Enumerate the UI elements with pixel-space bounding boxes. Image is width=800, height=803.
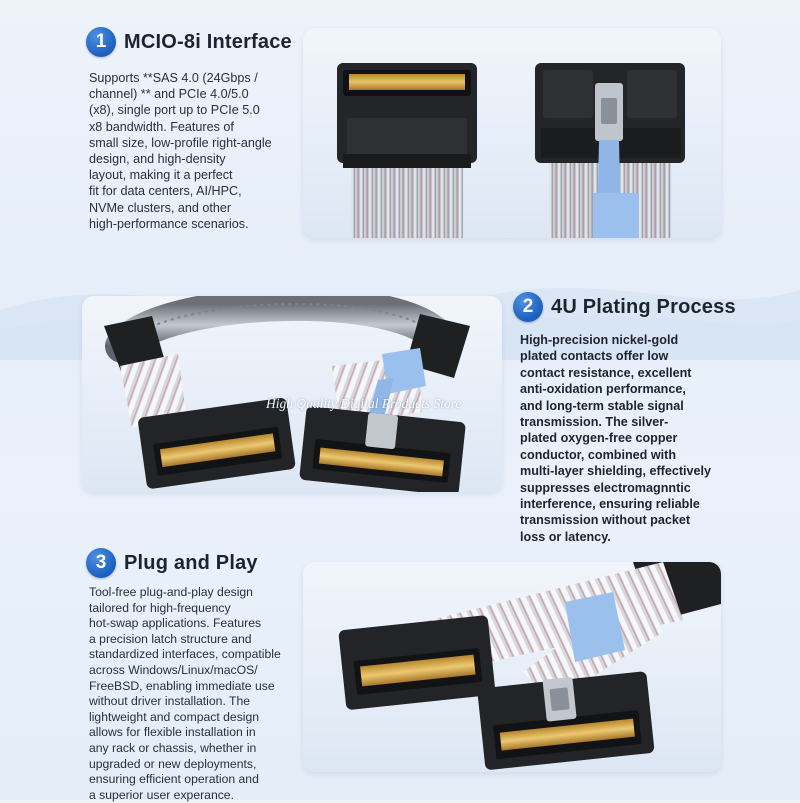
plug-and-play-image: [303, 562, 721, 772]
section-3-header: 3 Plug and Play: [86, 548, 258, 578]
text-line: contact resistance, excellent: [520, 365, 692, 380]
cable-assembly-illustration: [104, 296, 470, 492]
text-line: upgraded or new deployments,: [89, 756, 257, 771]
text-line: channel) ** and PCIe 4.0/5.0: [89, 87, 249, 102]
text-line: hot-swap applications. Features: [89, 616, 262, 631]
connector-front-view-image: [303, 28, 721, 238]
section-2-title: 4U Plating Process: [551, 295, 736, 318]
text-line: fit for data centers, AI/HPC,: [89, 184, 242, 199]
text-line: any rack or chassis, whether in: [89, 740, 257, 755]
text-line: conductor, combined with: [520, 447, 677, 462]
connector-front-illustration: [337, 63, 685, 238]
text-line: a superior user experance.: [89, 787, 234, 802]
section-2-number-badge: 2: [513, 292, 543, 322]
section-1-description: Supports **SAS 4.0 (24Gbps / channel) **…: [89, 70, 299, 232]
text-line: NVMe clusters, and other: [89, 200, 232, 215]
text-line: without driver installation. The: [89, 694, 251, 709]
section-2-header: 2 4U Plating Process: [513, 292, 736, 322]
text-line: across Windows/Linux/macOS/: [89, 662, 258, 677]
section-1-number-badge: 1: [86, 27, 116, 57]
section-1-title: MCIO-8i Interface: [124, 30, 292, 53]
cable-assembly-image: [82, 296, 502, 492]
text-line: multi-layer shielding, effectively: [520, 464, 712, 479]
section-3-title: Plug and Play: [124, 551, 258, 574]
text-line: tailored for high-frequency: [89, 600, 231, 615]
store-watermark: High Quality Digital Products Store: [266, 396, 462, 411]
section-2-description: High-precision nickel-gold plated contac…: [520, 332, 730, 545]
text-line: interference, ensuring reliable: [520, 497, 700, 512]
text-line: plated contacts offer low: [520, 349, 669, 364]
text-line: a precision latch structure and: [89, 631, 252, 646]
plug-and-play-illustration: [338, 562, 721, 770]
text-line: design, and high-density: [89, 152, 226, 167]
text-line: lightweight and compact design: [89, 709, 260, 724]
text-line: High-precision nickel-gold: [520, 333, 679, 347]
text-line: suppresses electromagnntic: [520, 480, 691, 495]
text-line: ensuring efficient operation and: [89, 772, 259, 787]
text-line: Tool-free plug-and-play design: [89, 585, 253, 599]
section-1-header: 1 MCIO-8i Interface: [86, 27, 292, 57]
text-line: standardized interfaces, compatible: [89, 647, 281, 662]
section-3-number-badge: 3: [86, 548, 116, 578]
text-line: anti-oxidation performance,: [520, 382, 686, 397]
text-line: FreeBSD, enabling immediate use: [89, 678, 275, 693]
text-line: Supports **SAS 4.0 (24Gbps /: [89, 71, 258, 85]
text-line: plated oxygen-free copper: [520, 431, 678, 446]
text-line: x8 bandwidth. Features of: [89, 119, 234, 134]
text-line: small size, low-profile right-angle: [89, 135, 272, 150]
text-line: and long-term stable signal: [520, 398, 684, 413]
section-3-description: Tool-free plug-and-play design tailored …: [89, 585, 299, 803]
text-line: transmission without packet: [520, 513, 691, 528]
text-line: transmission. The silver-: [520, 415, 669, 430]
text-line: (x8), single port up to PCIe 5.0: [89, 103, 260, 118]
text-line: loss or latency.: [520, 529, 611, 544]
text-line: allows for flexible installation in: [89, 725, 256, 740]
text-line: high-performance scenarios.: [89, 216, 249, 231]
text-line: layout, making it a perfect: [89, 168, 233, 183]
